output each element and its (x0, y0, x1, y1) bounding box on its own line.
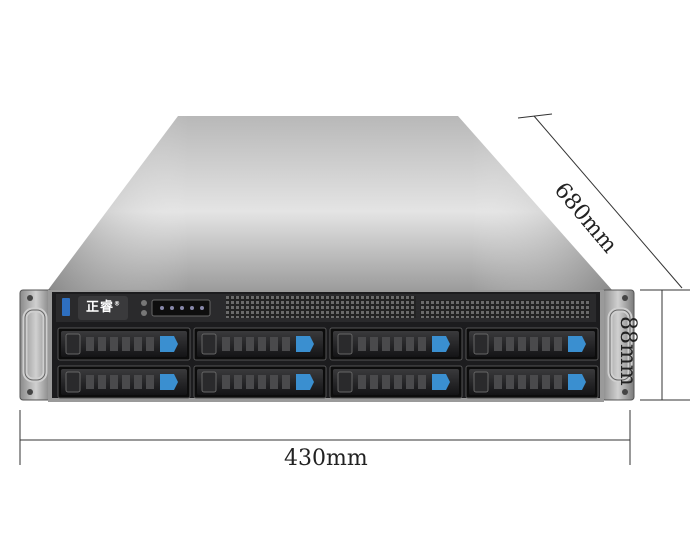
drive-release-tab[interactable] (296, 336, 314, 352)
drive-release-tab[interactable] (432, 336, 450, 352)
power-button (141, 300, 147, 306)
right-rack-ear (601, 289, 635, 401)
height-dimension-label: 88mm (615, 316, 640, 386)
usb-port (62, 298, 70, 316)
drive-bay-3[interactable] (329, 327, 463, 361)
drive-release-tab[interactable] (432, 374, 450, 390)
drive-handle[interactable] (473, 333, 489, 355)
drive-bay-grid (57, 327, 599, 399)
drive-handle[interactable] (473, 371, 489, 393)
left-rack-ear (19, 289, 53, 401)
brand-registered-mark: ® (114, 300, 122, 308)
dimension-lines (19, 113, 690, 465)
drive-bay-7[interactable] (329, 365, 463, 399)
drive-handle[interactable] (65, 371, 81, 393)
drive-handle[interactable] (201, 333, 217, 355)
drive-release-tab[interactable] (160, 336, 178, 352)
drive-bay-4[interactable] (465, 327, 599, 361)
width-dimension-label: 430mm (284, 446, 368, 471)
chassis-top-cover (48, 116, 612, 290)
drive-handle[interactable] (337, 371, 353, 393)
drive-bay-2[interactable] (193, 327, 327, 361)
drive-bay-8[interactable] (465, 365, 599, 399)
front-vent-right (420, 300, 590, 318)
drive-handle[interactable] (201, 371, 217, 393)
drive-handle[interactable] (337, 333, 353, 355)
brand-logo-text: 正睿 (86, 300, 115, 315)
brand-logo: 正睿® (86, 296, 121, 315)
control-strip (56, 294, 596, 322)
drive-release-tab[interactable] (568, 374, 586, 390)
drive-bay-1[interactable] (57, 327, 191, 361)
drive-bay-5[interactable] (57, 365, 191, 399)
front-vent-left (226, 296, 416, 318)
drive-release-tab[interactable] (160, 374, 178, 390)
drive-release-tab[interactable] (296, 374, 314, 390)
drive-handle[interactable] (65, 333, 81, 355)
drive-release-tab[interactable] (568, 336, 586, 352)
drive-bay-6[interactable] (193, 365, 327, 399)
depth-dimension-line (533, 115, 683, 289)
